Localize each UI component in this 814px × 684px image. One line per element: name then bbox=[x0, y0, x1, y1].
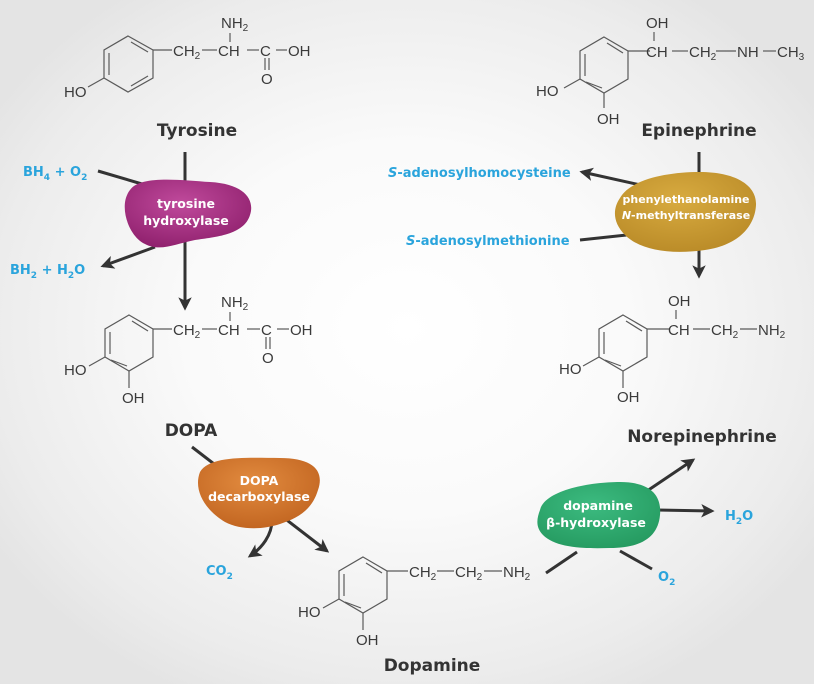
dopamine-ch2-a: CH2 bbox=[409, 564, 437, 583]
sah-output-arrow bbox=[579, 167, 646, 188]
dopamine-benzene-ring bbox=[322, 556, 502, 630]
dopa-ho: HO bbox=[64, 362, 87, 379]
tyrosine-ho: HO bbox=[64, 84, 87, 101]
norepinephrine-ho: HO bbox=[559, 361, 582, 378]
dopa-benzene-ring bbox=[88, 312, 289, 388]
dopamine-beta-hydroxylase-line1: dopamine bbox=[563, 498, 633, 513]
epinephrine-ho: HO bbox=[536, 83, 559, 100]
dopamine-to-norepinephrine-arrow bbox=[646, 458, 696, 493]
tyrosine-label: Tyrosine bbox=[157, 121, 237, 141]
dopa-nh2: NH2 bbox=[221, 294, 249, 313]
tyrosine-hydroxylase-enzyme: tyrosine hydroxylase bbox=[124, 179, 252, 248]
tyrosine-ch: CH bbox=[218, 43, 240, 60]
bh2-h2o-output-arrow bbox=[100, 245, 156, 269]
norepinephrine-ch: CH bbox=[668, 322, 690, 339]
norepinephrine-structure: OH CH CH2 NH2 HO OH bbox=[559, 293, 786, 406]
dopamine-ho: HO bbox=[298, 604, 321, 621]
pnmt-line2: N-methyltransferase bbox=[622, 209, 750, 222]
dopamine-input-line bbox=[545, 550, 578, 575]
tyrosine-ch2: CH2 bbox=[173, 43, 201, 62]
norepinephrine-oh: OH bbox=[668, 293, 691, 310]
epinephrine-oh: OH bbox=[646, 15, 669, 32]
dopamine-structure: CH2 CH2 NH2 HO OH bbox=[298, 556, 531, 649]
cofactor-o2: O2 bbox=[658, 570, 675, 588]
h2o-output-arrow bbox=[656, 504, 715, 518]
dopamine-ch2-b: CH2 bbox=[455, 564, 483, 583]
tyrosine-oh: OH bbox=[288, 43, 311, 60]
norepinephrine-ring-oh: OH bbox=[617, 389, 640, 406]
tyrosine-structure: NH2 CH2 CH C OH O HO bbox=[64, 15, 311, 101]
o2-input-line bbox=[619, 549, 653, 571]
dopa-ring-oh: OH bbox=[122, 390, 145, 407]
tyrosine-c: C bbox=[260, 43, 271, 60]
epinephrine-structure: OH CH CH2 NH CH3 HO OH bbox=[536, 15, 805, 128]
dopa-decarboxylase-enzyme: DOPA decarboxylase bbox=[197, 457, 320, 529]
bh4-o2-input-line bbox=[97, 169, 143, 186]
tyrosine-nh2: NH2 bbox=[221, 15, 249, 34]
dopamine-beta-hydroxylase-enzyme: dopamine β-hydroxylase bbox=[537, 482, 661, 549]
norepinephrine-ch2: CH2 bbox=[711, 322, 739, 341]
epinephrine-nh: NH bbox=[737, 44, 759, 61]
epinephrine-benzene-ring bbox=[563, 32, 776, 108]
dopa-oh: OH bbox=[290, 322, 313, 339]
dopamine-beta-hydroxylase-line2: β-hydroxylase bbox=[546, 515, 646, 530]
dopa-ch2: CH2 bbox=[173, 322, 201, 341]
dopamine-ring-oh: OH bbox=[356, 632, 379, 649]
tyrosine-hydroxylase-line2: hydroxylase bbox=[143, 213, 229, 228]
epinephrine-ch3: CH3 bbox=[777, 44, 805, 63]
dopa-structure: NH2 CH2 CH C OH O HO OH bbox=[64, 294, 313, 407]
cofactor-h2o: H2O bbox=[725, 509, 753, 527]
tyrosine-benzene-ring bbox=[87, 33, 287, 93]
epinephrine-ch2: CH2 bbox=[689, 44, 717, 63]
dopa-decarboxylase-line2: decarboxylase bbox=[208, 489, 310, 504]
norepinephrine-benzene-ring bbox=[582, 310, 757, 388]
cofactor-s-adenosylhomocysteine: S-adenosylhomocysteine bbox=[388, 166, 571, 181]
epinephrine-ring-oh: OH bbox=[597, 111, 620, 128]
tyrosine-hydroxylase-line1: tyrosine bbox=[157, 196, 215, 211]
cofactor-s-adenosylmethionine: S-adenosylmethionine bbox=[406, 234, 570, 249]
dopa-label: DOPA bbox=[165, 421, 218, 441]
cofactor-bh2-h2o: BH2 + H2O bbox=[10, 263, 85, 281]
epinephrine-label: Epinephrine bbox=[641, 121, 756, 141]
dopa-c: C bbox=[261, 322, 272, 339]
dopamine-label: Dopamine bbox=[384, 656, 481, 676]
norepinephrine-nh2: NH2 bbox=[758, 322, 786, 341]
dopa-decarboxylase-line1: DOPA bbox=[240, 473, 279, 488]
cofactor-co2: CO2 bbox=[206, 564, 233, 582]
dopamine-nh2: NH2 bbox=[503, 564, 531, 583]
dopa-o: O bbox=[262, 350, 274, 367]
pnmt-line1: phenylethanolamine bbox=[622, 193, 749, 206]
cofactor-bh4-o2: BH4 + O2 bbox=[23, 165, 87, 183]
norepinephrine-label: Norepinephrine bbox=[627, 427, 777, 447]
epinephrine-ch: CH bbox=[646, 44, 668, 61]
dopa-ch: CH bbox=[218, 322, 240, 339]
pnmt-enzyme: phenylethanolamine N-methyltransferase bbox=[614, 172, 757, 252]
tyrosine-o: O bbox=[261, 71, 273, 88]
